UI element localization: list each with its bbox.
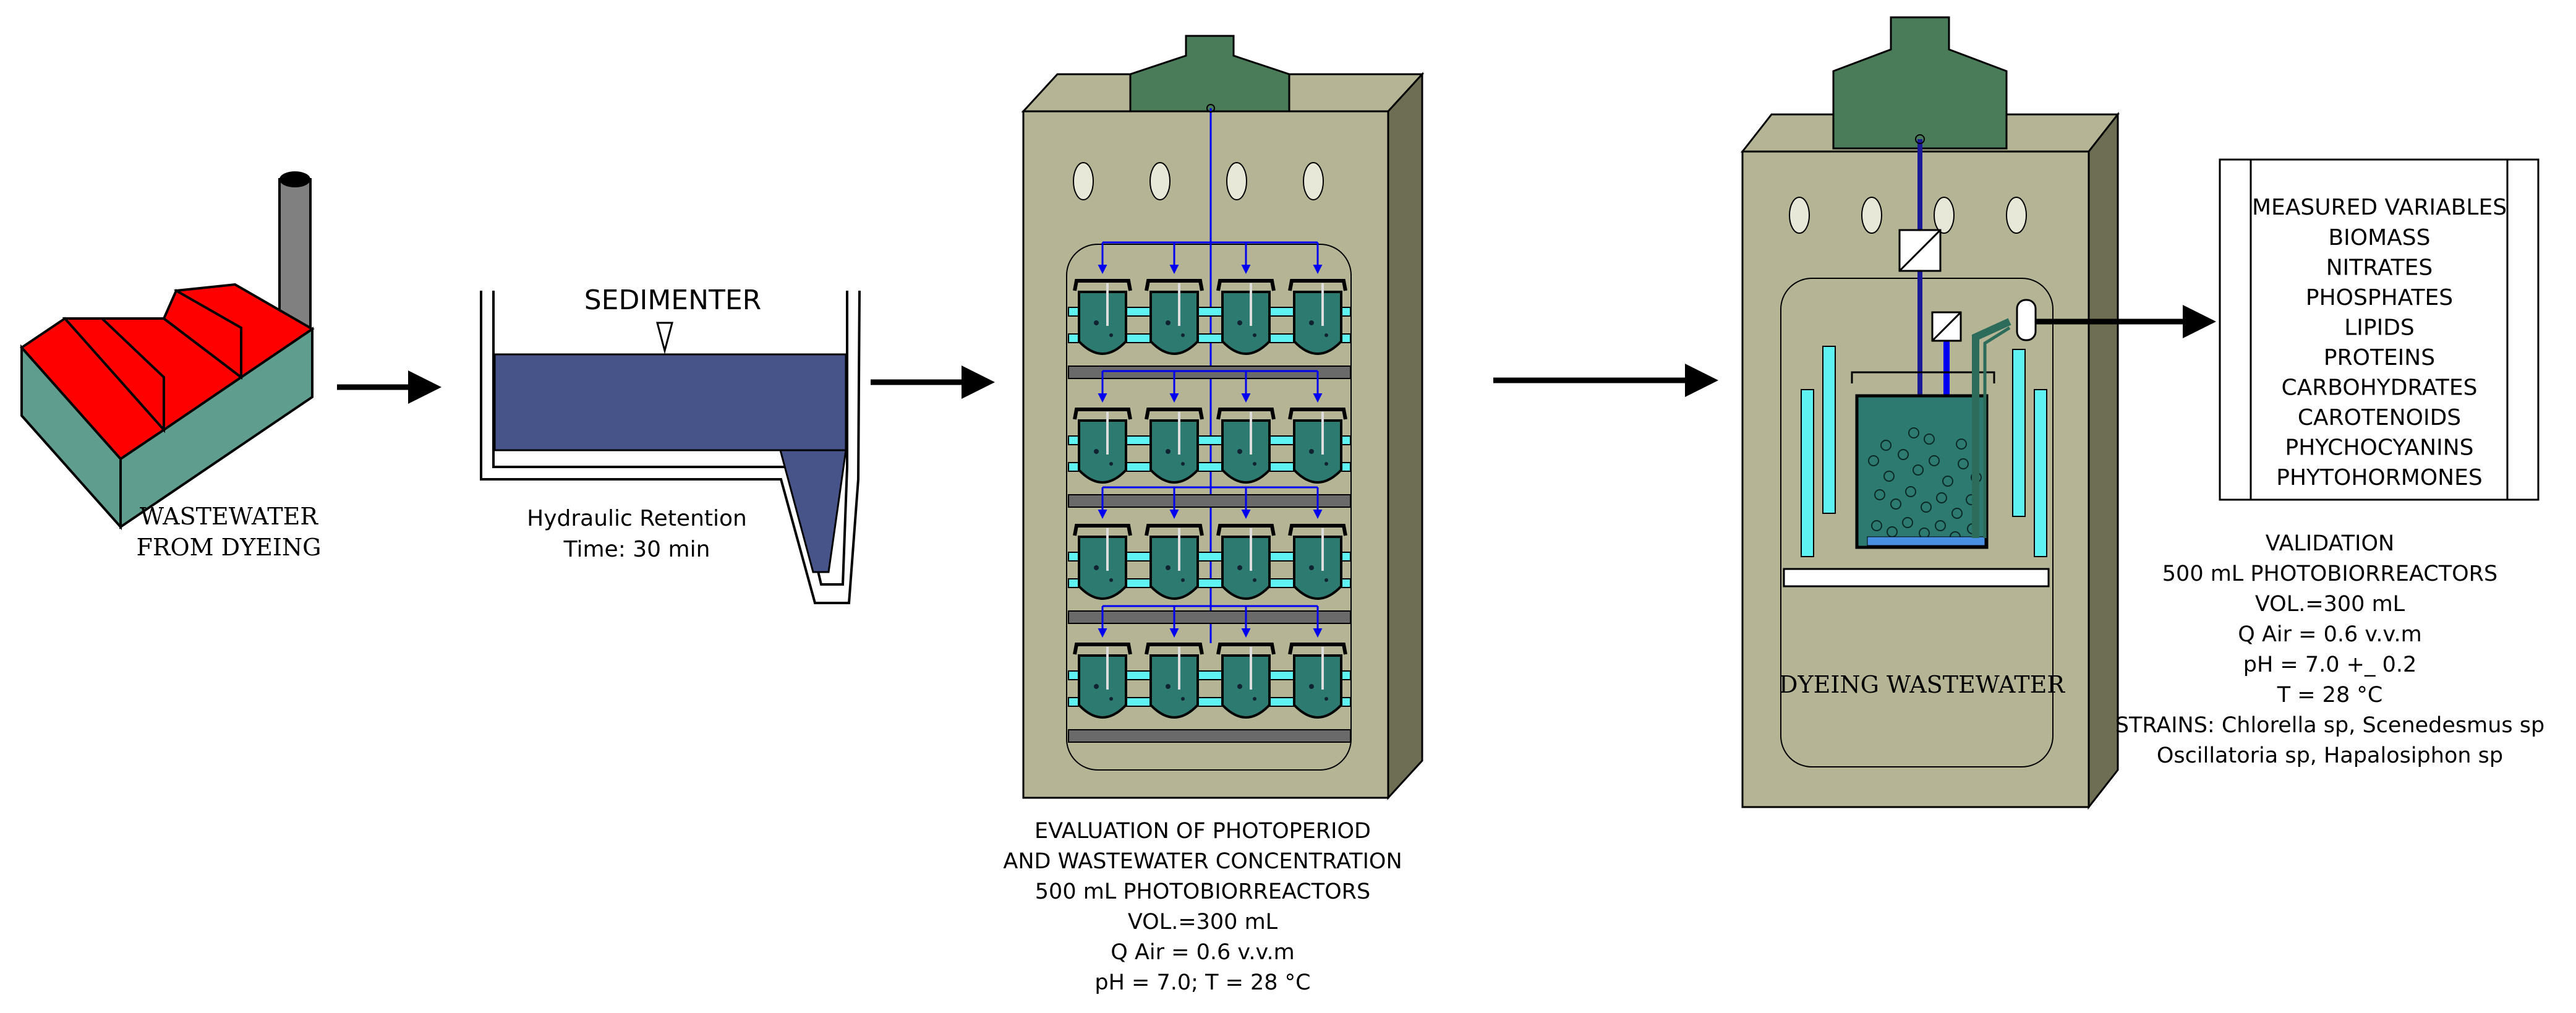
chamber-1-caption-line-4: VOL.=300 mL <box>1128 910 1278 934</box>
photobioreactor-flask <box>1073 643 1132 719</box>
validation-line: pH = 7.0 +_ 0.2 <box>2243 652 2417 677</box>
measured-item: PHOSPHATES <box>2306 285 2453 310</box>
flask-row <box>1068 605 1351 743</box>
chamber-1-caption-line-1: EVALUATION OF PHOTOPERIOD <box>1034 819 1371 844</box>
water-level-marker <box>656 322 673 354</box>
factory-label-line-2: FROM DYEING <box>136 534 321 561</box>
chamber-1-vents <box>1073 162 1324 200</box>
validation-line: STRAINS: Chlorella sp, Scenedesmus sp <box>2115 713 2545 738</box>
measured-title: MEASURED VARIABLES <box>2252 195 2507 220</box>
chamber-2-vents <box>1789 197 2027 234</box>
measured-item: PROTEINS <box>2324 345 2435 370</box>
reactor-vessel <box>1855 394 1989 549</box>
photobioreactor-flask <box>1216 279 1276 355</box>
light-tube-right-1 <box>2012 349 2026 517</box>
sedimenter-caption-line-1: Hydraulic Retention <box>527 506 747 531</box>
flask-row <box>1068 241 1351 379</box>
measured-item: NITRATES <box>2326 255 2433 281</box>
photobioreactor-flask <box>1073 524 1132 600</box>
photobioreactor-flask <box>1073 408 1132 484</box>
sedimenter-title: SEDIMENTER <box>584 284 762 316</box>
sedimenter-tank <box>480 290 861 604</box>
photobioreactor-flask <box>1145 524 1204 600</box>
measured-items: BIOMASS NITRATES PHOSPHATES LIPIDS PROTEINS C… <box>2276 225 2482 490</box>
flask-row <box>1068 486 1351 624</box>
chamber-1-side <box>1387 72 1423 800</box>
validation-line: 500 mL PHOTOBIORREACTORS <box>2162 562 2497 586</box>
chamber-2-side <box>2088 111 2119 810</box>
light-tube-left-1 <box>1822 346 1836 514</box>
validation-caption: VALIDATION 500 mL PHOTOBIORREACTORS VOL.=3… <box>2115 531 2545 768</box>
sedimenter: SEDIMENTER Hydraulic Retention Time: 30 … <box>480 284 861 604</box>
photobioreactor-flask <box>1145 279 1204 355</box>
measured-item: PHYTOHORMONES <box>2276 465 2482 490</box>
photobioreactor-flask <box>1145 408 1204 484</box>
photobioreactor-flask <box>1073 279 1132 355</box>
measured-variables-box: MEASURED VARIABLES BIOMASS NITRATES PHOSPH… <box>2219 158 2540 501</box>
flask-row <box>1068 370 1351 508</box>
chamber-2-label: DYEING WASTEWATER <box>1779 671 2065 698</box>
measured-item: BIOMASS <box>2328 225 2430 250</box>
measured-item: CARBOHYDRATES <box>2282 375 2478 401</box>
factory-roof-1b <box>62 317 165 434</box>
flask-grid <box>1068 241 1351 743</box>
reactor-stand <box>1783 568 2050 588</box>
factory-label-line-1: WASTEWATER <box>140 503 318 530</box>
photobioreactor-flask <box>1288 524 1347 600</box>
sedimenter-tank-inner <box>492 291 848 586</box>
validation-chamber: DYEING WASTEWATER <box>1740 16 2120 810</box>
factory-roof-2b <box>162 289 242 380</box>
photobioreactor-flask <box>1288 408 1347 484</box>
factory: WASTEWATER FROM DYEING <box>19 171 322 561</box>
sedimenter-water <box>493 353 847 451</box>
validation-line: VOL.=300 mL <box>2255 592 2405 617</box>
validation-line: Oscillatoria sp, Hapalosiphon sp <box>2157 743 2503 768</box>
photobioreactor-flask <box>1216 643 1276 719</box>
measured-item: PHYCHOCYANINS <box>2285 435 2474 461</box>
measured-item: LIPIDS <box>2344 315 2415 341</box>
measured-item: CAROTENOIDS <box>2298 405 2461 430</box>
photobioreactor-flask <box>1145 643 1204 719</box>
chimney-top <box>279 171 310 187</box>
chamber-1-caption-line-5: Q Air = 0.6 v.v.m <box>1111 940 1294 965</box>
measured-box-outer <box>2219 158 2540 501</box>
sedimenter-caption-line-2: Time: 30 min <box>563 537 710 562</box>
sampling-line-2 <box>1983 326 2011 538</box>
photobioreactor-flask <box>1288 279 1347 355</box>
chamber-1-lid <box>1129 35 1290 113</box>
sampling-line <box>1972 318 2011 538</box>
chamber-1-caption-line-6: pH = 7.0; T = 28 °C <box>1094 970 1310 995</box>
sampling-valve <box>2016 299 2037 341</box>
validation-line: Q Air = 0.6 v.v.m <box>2238 622 2421 647</box>
photobioreactor-flask <box>1216 408 1276 484</box>
light-tube-left-2 <box>1801 389 1814 557</box>
sedimenter-cone <box>779 449 847 573</box>
photobioreactor-flask <box>1288 643 1347 719</box>
chamber-2-lid <box>1832 16 2008 150</box>
validation-line: VALIDATION <box>2266 531 2394 556</box>
validation-line: T = 28 °C <box>2277 683 2383 707</box>
photobioreactor-flask <box>1216 524 1276 600</box>
chamber-1-caption-line-3: 500 mL PHOTOBIORREACTORS <box>1035 879 1370 904</box>
light-tube-right-2 <box>2034 389 2047 557</box>
chamber-1-caption-line-2: AND WASTEWATER CONCENTRATION <box>1003 849 1402 874</box>
reactor-clamp <box>1851 371 1995 383</box>
photoperiod-chamber: EVALUATION OF PHOTOPERIOD AND WASTEWATER… <box>1003 35 1425 995</box>
